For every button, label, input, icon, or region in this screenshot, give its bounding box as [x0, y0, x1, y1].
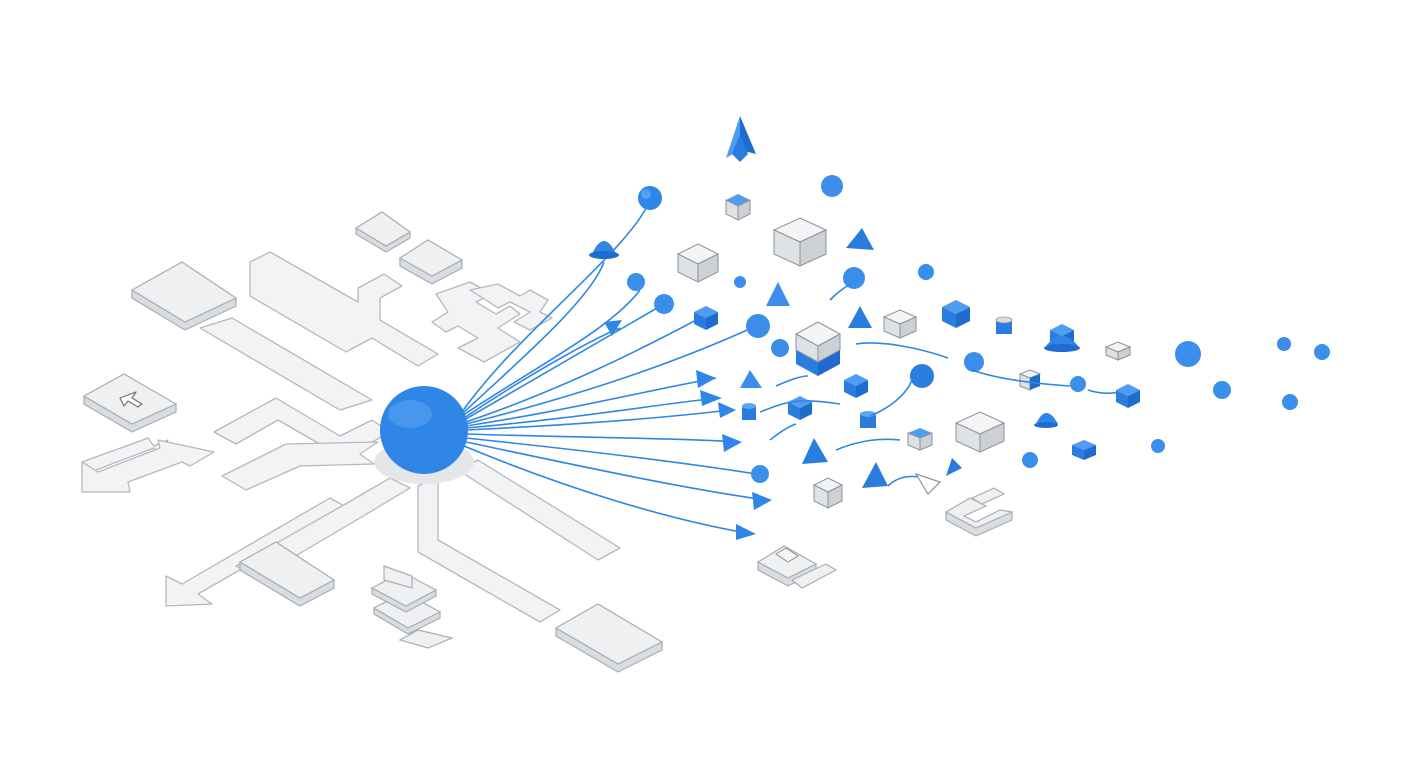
- cursor-button: [82, 373, 178, 433]
- cube-icon: [1116, 384, 1140, 408]
- cylinder-icon: [995, 316, 1013, 334]
- arrow-icon: [736, 524, 756, 540]
- sphere-icon: [734, 276, 746, 288]
- sphere-icon: [746, 314, 770, 338]
- sphere-icon: [843, 267, 865, 289]
- sphere-icon: [910, 364, 934, 388]
- cone-icon: [946, 458, 962, 476]
- arrow-icon: [752, 492, 772, 510]
- sphere-icon: [821, 175, 843, 197]
- path-band-maze-inner: [469, 283, 553, 331]
- path-network: [81, 211, 664, 673]
- arrow-icon: [696, 370, 716, 388]
- cylinder-icon: [742, 403, 756, 420]
- stacked-cube-icon: [794, 321, 842, 376]
- arrow-icon: [722, 434, 742, 452]
- sphere-icon: [1213, 381, 1231, 399]
- plate-lower-left: [238, 541, 336, 607]
- cube-icon: [942, 300, 970, 328]
- cone-icon: [740, 370, 762, 388]
- sphere-icon: [638, 186, 662, 210]
- cube-icon: [1104, 341, 1132, 361]
- sphere-icon: [771, 339, 789, 357]
- scattered-objects: [589, 116, 1330, 589]
- sphere-icon: [918, 264, 934, 280]
- connector-line: [769, 423, 797, 441]
- cone-icon: [846, 228, 874, 250]
- cylinder-icon: [860, 411, 876, 428]
- path-band-maze: [431, 281, 521, 363]
- cube-icon: [882, 309, 918, 339]
- cube-icon: [788, 396, 812, 420]
- dome-icon: [1034, 413, 1058, 428]
- sphere-icon: [1070, 376, 1086, 392]
- dome-icon: [1044, 336, 1080, 352]
- cone-icon: [848, 306, 872, 328]
- connector-line: [855, 342, 949, 359]
- hub-orb-icon: [374, 386, 474, 484]
- sphere-icon: [1022, 452, 1038, 468]
- cone-icon: [802, 438, 828, 464]
- gray-structure-bottom-2: [756, 545, 838, 589]
- connector-line: [971, 369, 1071, 387]
- sphere-icon: [654, 294, 674, 314]
- sphere-icon: [1175, 341, 1201, 367]
- plate-bottom-right: [554, 603, 664, 673]
- path-band-top: [249, 251, 439, 367]
- cube-icon: [812, 477, 844, 509]
- arrow-left-bold: [81, 439, 215, 493]
- sphere-icon: [627, 273, 645, 291]
- gray-structure-bottom: [944, 487, 1015, 537]
- connector-line: [869, 379, 913, 417]
- sphere-icon: [964, 352, 984, 372]
- plate-top-stack: [354, 211, 464, 285]
- connector-line: [759, 399, 841, 413]
- connector-line: [835, 438, 901, 451]
- cone-icon: [766, 282, 790, 306]
- plate-bottom-stack: [370, 565, 454, 649]
- path-band-upper: [199, 317, 373, 411]
- cube-icon: [772, 217, 828, 267]
- cube-icon: [844, 374, 868, 398]
- cube-icon: [694, 306, 718, 330]
- sphere-icon: [751, 465, 769, 483]
- cube-icon: [676, 243, 720, 283]
- plate-upper-left: [130, 261, 238, 331]
- sphere-icon: [1151, 439, 1165, 453]
- arrow-icon: [700, 390, 722, 406]
- arrow-icon: [604, 320, 622, 336]
- path-band-mid-arrow: [221, 441, 379, 491]
- cone-icon: [862, 462, 888, 488]
- sphere-icon: [1277, 337, 1291, 351]
- connector-line: [775, 375, 809, 387]
- cube-icon: [907, 428, 933, 451]
- connector-line: [1087, 389, 1121, 395]
- arrow-icon: [914, 472, 942, 495]
- sphere-icon: [1282, 394, 1298, 410]
- cube-icon: [1072, 440, 1096, 460]
- cube-icon: [725, 194, 751, 221]
- flow-lines: [461, 199, 772, 540]
- sphere-icon: [1314, 344, 1330, 360]
- arrow-icon: [718, 402, 736, 418]
- cursor-arrow-icon: [119, 391, 143, 408]
- connector-line: [829, 283, 853, 301]
- cube-icon: [954, 411, 1006, 453]
- cube-icon: [1018, 369, 1042, 391]
- dome-icon: [589, 241, 619, 259]
- cone-icon: [726, 116, 756, 162]
